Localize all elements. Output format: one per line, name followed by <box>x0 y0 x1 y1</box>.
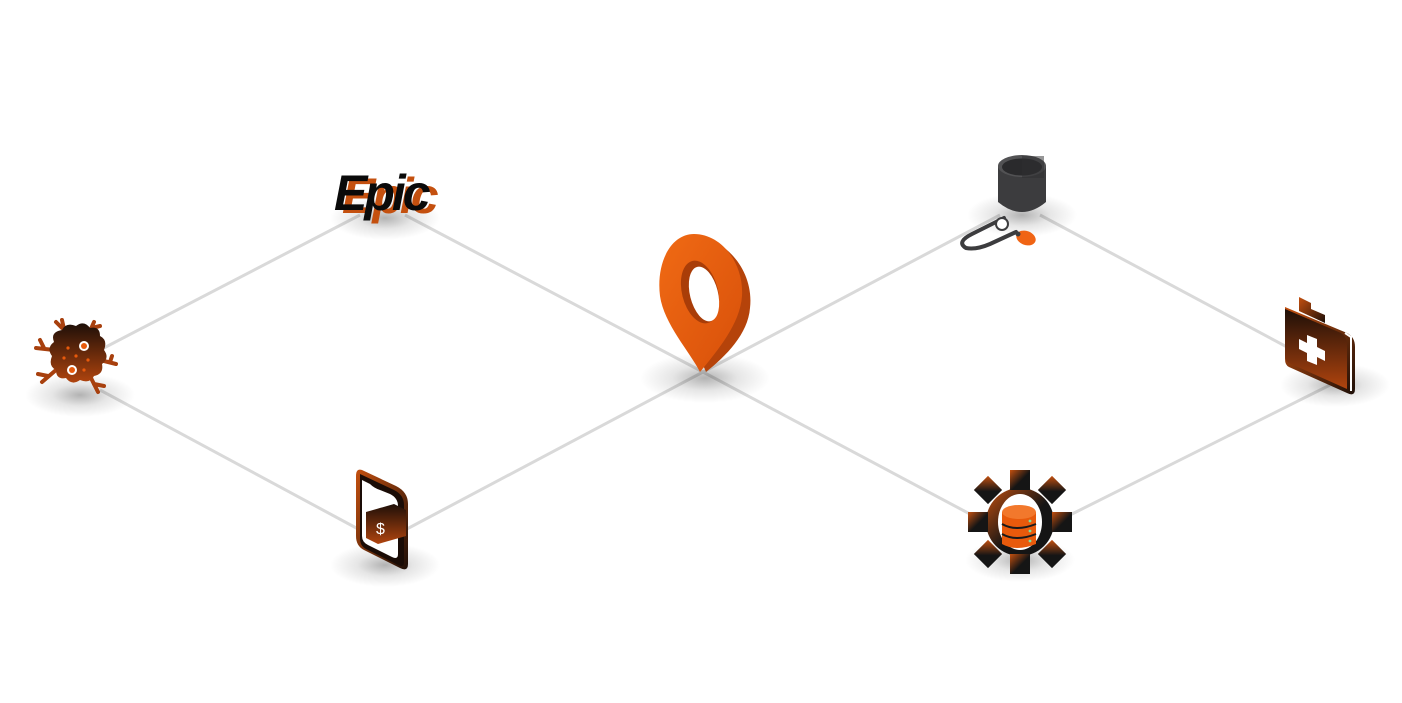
blood-pressure-cuff-icon <box>960 155 1046 251</box>
edge-virus-payment <box>99 388 361 532</box>
connection-lines <box>99 213 1331 532</box>
edge-db-folder <box>1039 383 1331 532</box>
epic-logo-text: Epic <box>334 165 431 221</box>
mobile-payment-icon: $ <box>356 469 408 570</box>
edge-pin-db <box>702 370 1001 532</box>
epic-logo-icon: Epic Epic <box>334 165 442 224</box>
database-icon <box>1001 505 1037 548</box>
edge-pin-bp <box>702 213 1001 374</box>
edge-virus-epic <box>99 213 361 352</box>
dollar-symbol: $ <box>376 521 385 538</box>
edge-bp-folder <box>1039 213 1331 372</box>
map-pin-icon <box>659 234 751 372</box>
virus-cell-icon <box>34 318 118 394</box>
epic-logo-depth: Epic <box>342 168 439 224</box>
edge-payment-pin <box>404 370 704 532</box>
edge-epic-pin <box>404 213 704 374</box>
database-settings-icon <box>968 470 1072 574</box>
medical-folder-icon <box>1285 297 1355 395</box>
